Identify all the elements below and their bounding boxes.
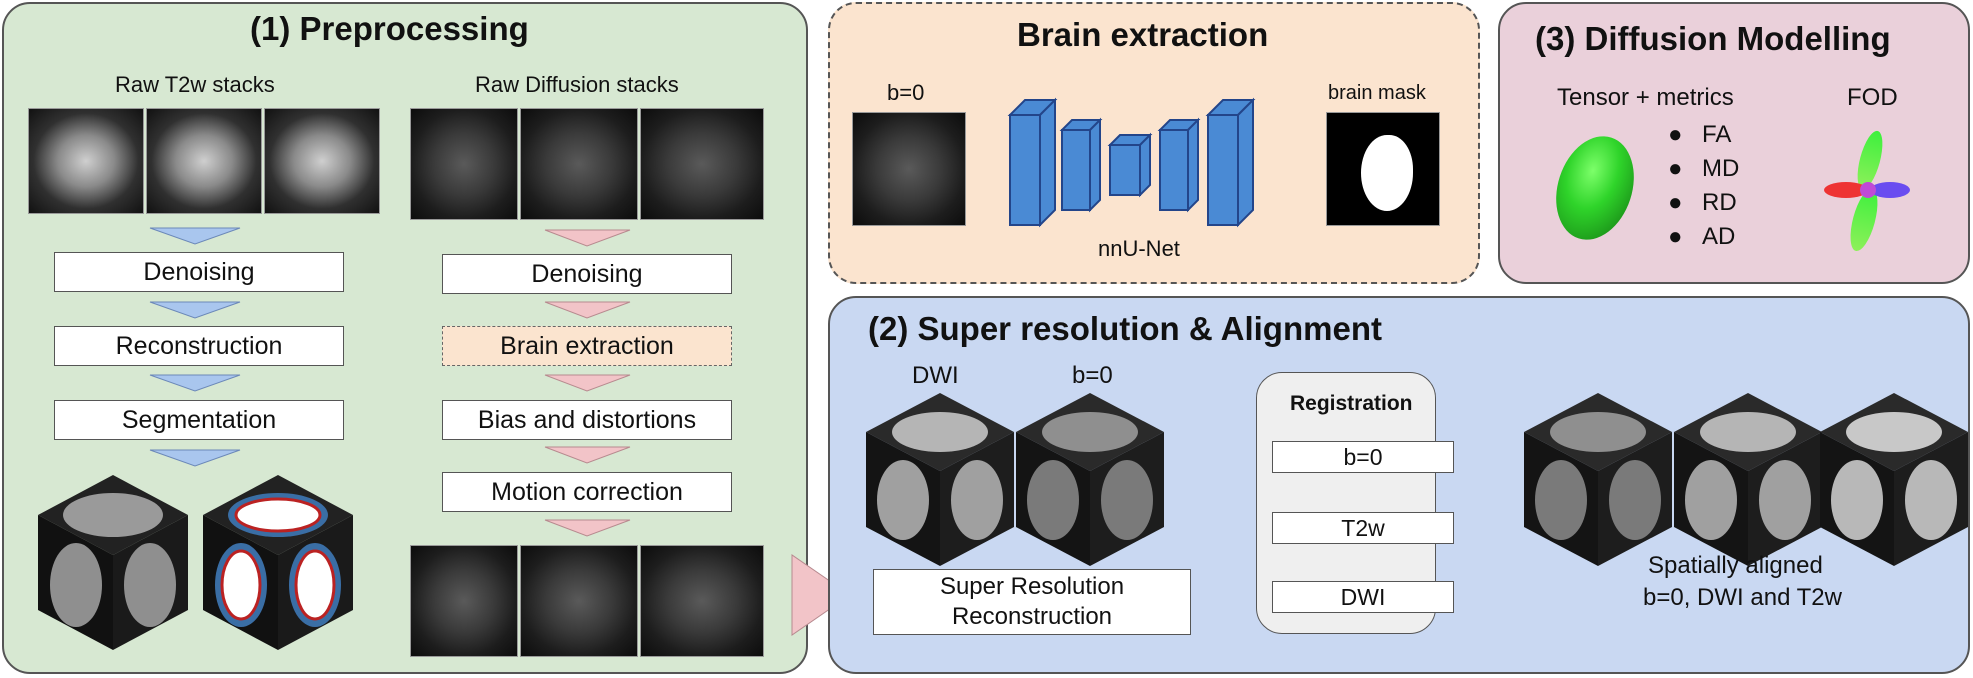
srr-line-1: Super Resolution [939, 573, 1125, 600]
t2w-cube [38, 475, 188, 650]
corrected-slice-3 [640, 545, 764, 657]
brain-extraction-title: Brain extraction [1017, 16, 1269, 53]
diffusion-brain-extraction-step: Brain extraction [442, 326, 732, 366]
metric-md: ●MD [1668, 155, 1740, 182]
t2w-arrow-4 [149, 449, 241, 467]
t2w-arrow-2 [149, 301, 241, 319]
be-input-image [852, 112, 966, 226]
registration-title: Registration [1290, 392, 1413, 415]
diffusion-stacks-label: Raw Diffusion stacks [475, 72, 679, 97]
be-input-label: b=0 [887, 80, 925, 105]
registration-b0-step: b=0 [1272, 441, 1454, 473]
srr-box: Super Resolution Reconstruction [873, 569, 1191, 635]
diffusion-arrow-4 [544, 446, 631, 464]
be-output-label: brain mask [1328, 82, 1426, 104]
dwi-cube [866, 393, 1014, 566]
diffusion-slice-1 [410, 108, 518, 220]
corrected-slice-2 [520, 545, 638, 657]
t2w-reconstruction-step: Reconstruction [54, 326, 344, 366]
unet-blocks [1007, 97, 1256, 228]
fod-label: FOD [1847, 84, 1898, 111]
metric-rd: ●RD [1668, 189, 1737, 216]
fod-glyph [1824, 130, 1910, 252]
metrics-list: ●FA ●MD ●RD ●AD [1668, 118, 1739, 254]
preprocessing-to-sr-arrow [791, 554, 851, 636]
diffusion-arrow-3 [544, 374, 631, 392]
segmentation-cube [203, 475, 353, 650]
aligned-cube-2 [1674, 393, 1822, 566]
super-resolution-title: (2) Super resolution & Alignment [868, 310, 1382, 347]
b0-cube [1016, 393, 1164, 566]
brain-mask-image [1326, 112, 1440, 226]
t2w-stacks-label: Raw T2w stacks [115, 72, 275, 97]
tensor-label: Tensor + metrics [1557, 84, 1734, 111]
preprocessing-title: (1) Preprocessing [250, 10, 529, 47]
diffusion-arrow-2 [544, 301, 631, 319]
aligned-cube-1 [1524, 393, 1672, 566]
nnunet-label: nnU-Net [1098, 236, 1180, 261]
diffusion-modelling-title: (3) Diffusion Modelling [1535, 20, 1891, 57]
diffusion-arrow-5 [544, 519, 631, 537]
registration-t2w-step: T2w [1272, 512, 1454, 544]
diffusion-denoising-step: Denoising [442, 254, 732, 294]
aligned-label-1: Spatially aligned [1648, 552, 1823, 579]
t2w-arrow-3 [149, 374, 241, 392]
t2w-slice-3 [264, 108, 380, 214]
sr-b0-label: b=0 [1072, 362, 1113, 389]
t2w-slice-1 [28, 108, 144, 214]
metric-fa: ●FA [1668, 121, 1732, 148]
registration-dwi-step: DWI [1272, 581, 1454, 613]
dwi-label: DWI [912, 362, 959, 389]
srr-line-2: Reconstruction [951, 603, 1113, 630]
corrected-slice-1 [410, 545, 518, 657]
diffusion-slice-2 [520, 108, 638, 220]
diffusion-motion-correction-step: Motion correction [442, 472, 732, 512]
diffusion-slice-3 [640, 108, 764, 220]
t2w-arrow-1 [149, 227, 241, 245]
diffusion-arrow-1 [544, 229, 631, 247]
diffusion-bias-distortions-step: Bias and distortions [442, 400, 732, 440]
t2w-slice-2 [146, 108, 262, 214]
aligned-label-2: b=0, DWI and T2w [1643, 584, 1842, 611]
t2w-denoising-step: Denoising [54, 252, 344, 292]
aligned-cube-3 [1820, 393, 1968, 566]
metric-ad: ●AD [1668, 223, 1736, 250]
t2w-segmentation-step: Segmentation [54, 400, 344, 440]
segmentation-cubes [38, 475, 353, 650]
unet-diagram [1007, 97, 1256, 228]
brain-mask-region [1361, 135, 1413, 211]
